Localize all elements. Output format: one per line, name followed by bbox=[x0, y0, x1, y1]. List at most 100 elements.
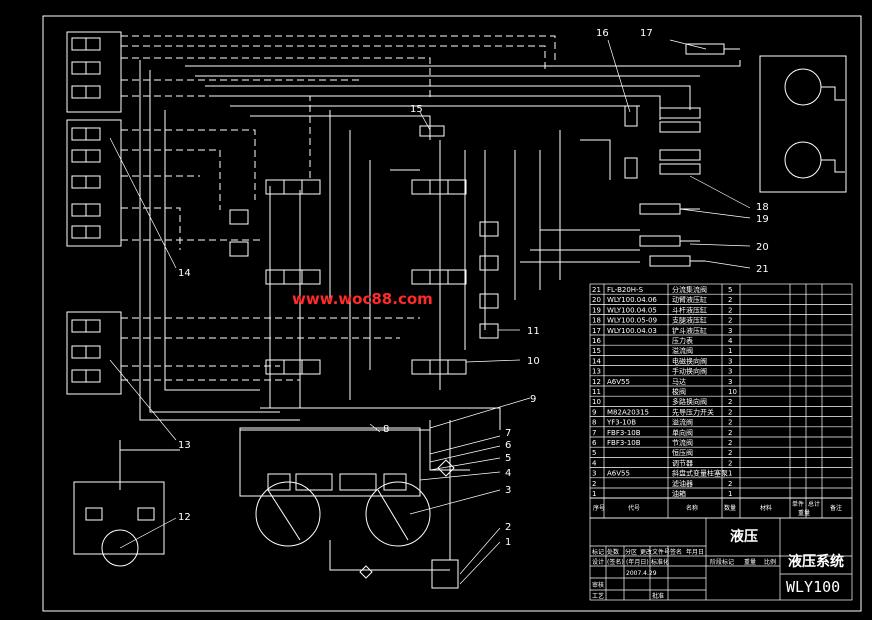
parts-list-no: 4 bbox=[592, 459, 597, 467]
parts-list-code: FL-B20H-S bbox=[607, 286, 644, 294]
bom-header-name: 名称 bbox=[686, 504, 698, 512]
bom-header-weight: 重量 bbox=[798, 509, 810, 517]
parts-list-name: 油箱 bbox=[672, 489, 686, 498]
callout-16: 16 bbox=[596, 28, 609, 39]
parts-list-code: A6V55 bbox=[607, 378, 630, 386]
callout-20: 20 bbox=[756, 242, 769, 253]
parts-list-qty: 2 bbox=[728, 439, 732, 447]
parts-list-qty: 1 bbox=[728, 470, 732, 478]
callout-15: 15 bbox=[410, 104, 423, 115]
parts-list-qty: 2 bbox=[728, 449, 732, 457]
tb-scale: 比例 bbox=[764, 558, 776, 566]
tb-standardize: 标准化 bbox=[651, 558, 669, 566]
callout-10: 10 bbox=[527, 356, 540, 367]
parts-list-qty: 4 bbox=[728, 337, 733, 345]
callout-19: 19 bbox=[756, 214, 769, 225]
parts-list-no: 6 bbox=[592, 439, 597, 447]
tb-sign: 签名 bbox=[670, 548, 682, 556]
parts-list-name: 电磁换向阀 bbox=[672, 356, 707, 365]
parts-list-no: 15 bbox=[592, 347, 601, 355]
callout-6: 6 bbox=[505, 440, 511, 451]
callout-14: 14 bbox=[178, 268, 191, 279]
directional-valves bbox=[265, 125, 467, 375]
bom-header-code: 代号 bbox=[628, 504, 640, 512]
parts-list-qty: 2 bbox=[728, 429, 732, 437]
parts-list-no: 19 bbox=[592, 306, 601, 314]
parts-list-name: 节流阀 bbox=[672, 438, 693, 447]
tb-count: 处数 bbox=[607, 548, 619, 556]
parts-list-name: 手动换向阀 bbox=[672, 367, 707, 376]
parts-list-no: 5 bbox=[592, 449, 596, 457]
callout-8: 8 bbox=[383, 424, 389, 435]
callout-17: 17 bbox=[640, 28, 653, 39]
parts-list-name: 梭阀 bbox=[672, 387, 686, 396]
parts-list-qty: 2 bbox=[728, 398, 732, 406]
bom-header-total: 总计 bbox=[808, 500, 820, 508]
parts-list-no: 11 bbox=[592, 388, 601, 396]
parts-list-code: FBF3-10B bbox=[607, 439, 641, 447]
parts-list-no: 17 bbox=[592, 327, 601, 335]
parts-list-no: 7 bbox=[592, 429, 596, 437]
drawing-frame bbox=[42, 15, 862, 612]
parts-list-name: 马达 bbox=[672, 377, 686, 386]
parts-list-name: 多路换向阀 bbox=[672, 397, 707, 406]
parts-list-name: 铲斗液压缸 bbox=[672, 326, 707, 335]
callout-9: 9 bbox=[530, 394, 536, 405]
parts-list-no: 9 bbox=[592, 408, 596, 416]
parts-list-name: 调节器 bbox=[672, 458, 693, 467]
callout-18: 18 bbox=[756, 202, 769, 213]
parts-list-qty: 3 bbox=[728, 327, 732, 335]
tb-sign-paren: (签名) bbox=[607, 558, 624, 566]
leader-lines bbox=[109, 39, 751, 585]
callout-13: 13 bbox=[178, 440, 191, 451]
parts-list-qty: 3 bbox=[728, 368, 732, 376]
tb-design-date: 2007.4.29 bbox=[626, 570, 657, 577]
callout-1: 1 bbox=[505, 537, 511, 548]
parts-list-no: 16 bbox=[592, 337, 601, 345]
swing-motor bbox=[73, 481, 165, 567]
bom-header-no: 序号 bbox=[593, 504, 605, 512]
parts-list-code: A6V55 bbox=[607, 470, 630, 478]
shuttle-valves bbox=[229, 209, 499, 339]
callout-21: 21 bbox=[756, 264, 769, 275]
parts-list-qty: 2 bbox=[728, 408, 732, 416]
parts-list-code: WLY100.04.06 bbox=[607, 296, 657, 304]
parts-list-no: 14 bbox=[592, 357, 601, 365]
parts-list-name: 压力表 bbox=[672, 336, 693, 345]
callout-3: 3 bbox=[505, 485, 511, 496]
parts-list-code: WLY100.04.05 bbox=[607, 306, 657, 314]
hydraulic-cylinders bbox=[624, 43, 740, 267]
bom-header-qty: 数量 bbox=[724, 504, 736, 512]
parts-list-code: FBF3-10B bbox=[607, 429, 641, 437]
pilot-valve-stack-top bbox=[66, 31, 122, 113]
tb-date: 年月日 bbox=[686, 548, 704, 556]
travel-motors bbox=[759, 55, 847, 193]
parts-list-qty: 2 bbox=[728, 419, 732, 427]
tb-design: 设计 bbox=[592, 558, 604, 566]
tb-mark: 标记 bbox=[592, 548, 604, 556]
parts-list-no: 12 bbox=[592, 378, 601, 386]
bom-header-material: 材料 bbox=[760, 504, 772, 512]
title-block-drawing-name: 液压系统 bbox=[788, 553, 844, 570]
title-block: 液压 液压系统 WLY100 标记 处数 分区 更改文件号 签名 年月日 设计 … bbox=[589, 517, 853, 601]
parts-list-no: 3 bbox=[592, 470, 596, 478]
callout-11: 11 bbox=[527, 326, 540, 337]
parts-list-name: 溢流阀 bbox=[672, 346, 693, 355]
parts-list-no: 20 bbox=[592, 296, 601, 304]
parts-list-name: 动臂液压缸 bbox=[672, 295, 707, 304]
parts-list-no: 1 bbox=[592, 490, 596, 498]
callout-numbers: 1 2 3 4 5 6 7 8 9 10 11 12 13 14 15 16 1… bbox=[178, 28, 769, 548]
parts-list-no: 8 bbox=[592, 419, 596, 427]
bom-header-single: 单件 bbox=[792, 500, 804, 508]
pilot-valve-stack-bottom bbox=[66, 311, 122, 395]
parts-list-qty: 2 bbox=[728, 296, 732, 304]
watermark: www.woc88.com bbox=[292, 290, 433, 308]
parts-list-qty: 3 bbox=[728, 378, 732, 386]
parts-list-code: YF3-10B bbox=[606, 419, 636, 427]
parts-list-name: 斜盘式变量柱塞泵 bbox=[672, 469, 728, 478]
bom-header-remark: 备注 bbox=[830, 504, 842, 512]
title-block-drawing-code: WLY100 bbox=[786, 578, 840, 596]
parts-list-qty: 5 bbox=[728, 286, 732, 294]
parts-list-header: 序号 代号 名称 数量 材料 单件 总计 重量 备注 bbox=[589, 497, 853, 519]
